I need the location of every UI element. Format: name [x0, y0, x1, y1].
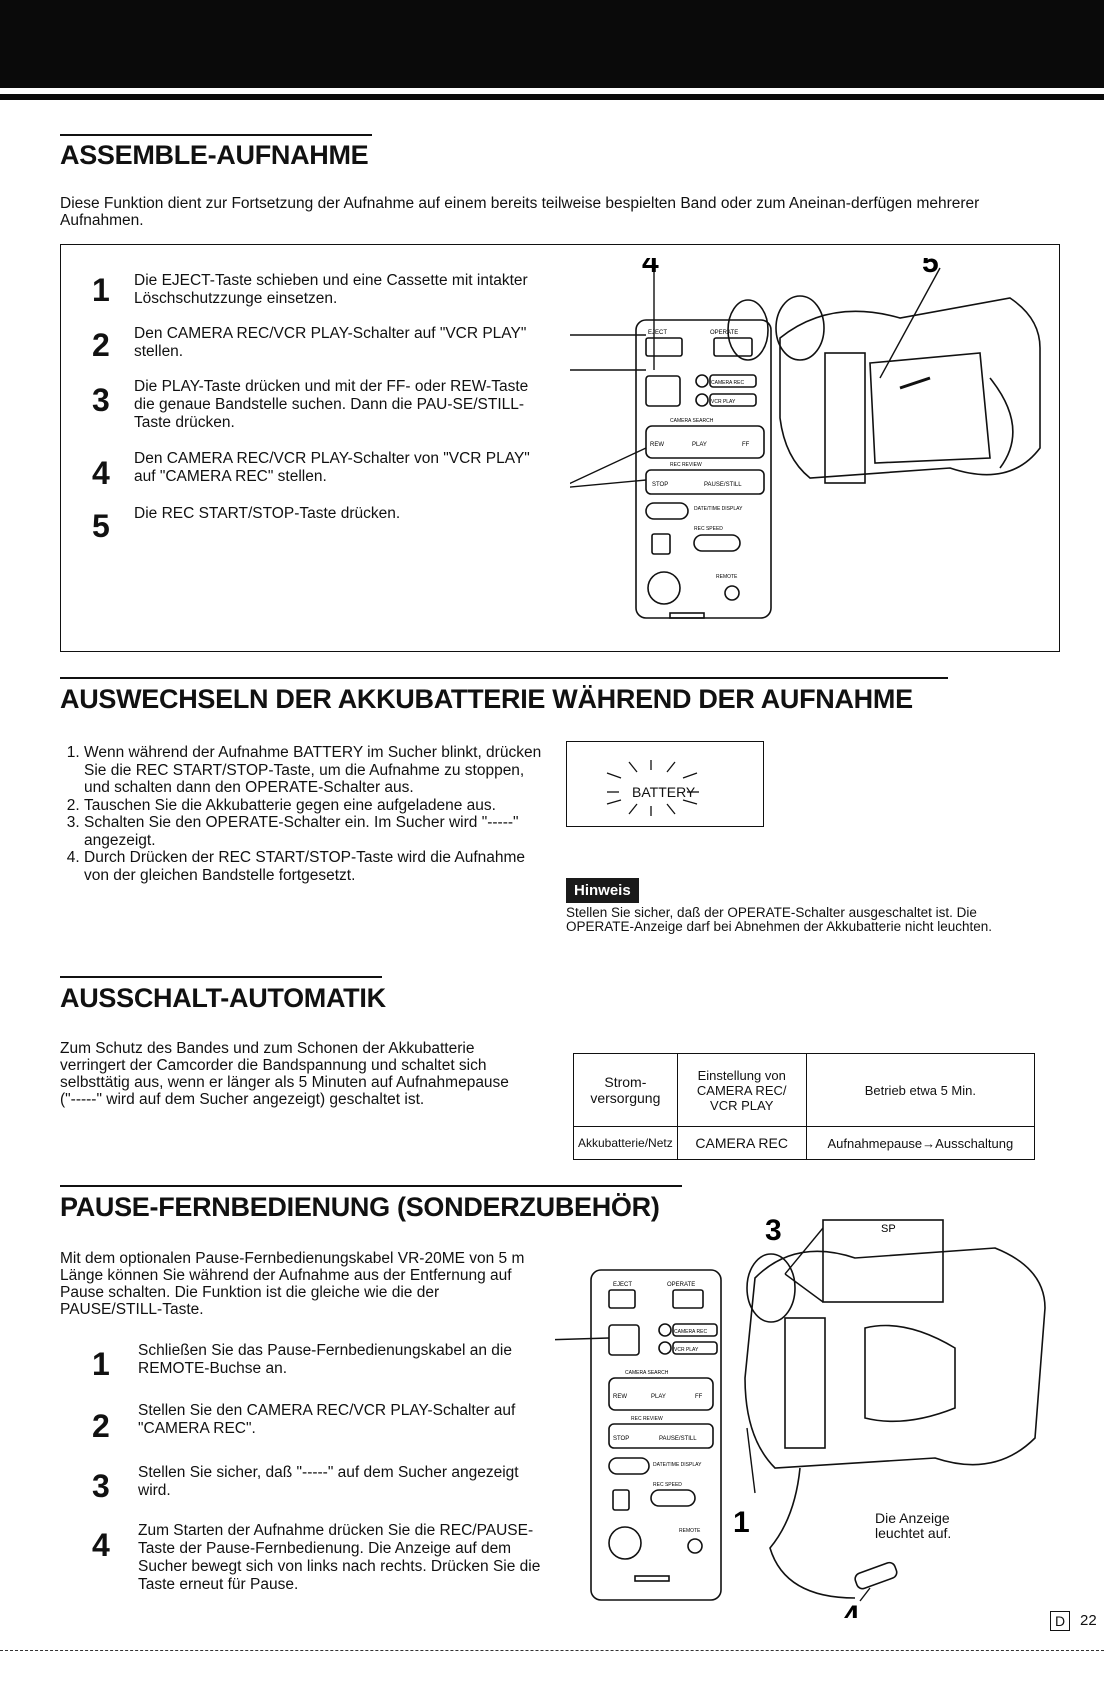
step-text: Zum Starten der Aufnahme drücken Sie die…	[138, 1522, 541, 1593]
table-cell: CAMERA REC	[676, 1126, 807, 1160]
panel-label-camera-rec: CAMERA REC	[711, 380, 744, 386]
callout-1: 1	[733, 1506, 750, 1539]
bottom-rule	[0, 1650, 1104, 1651]
page-number: 22	[1080, 1612, 1097, 1629]
panel-label-operate: OPERATE	[667, 1282, 695, 1288]
step-number: 4	[92, 455, 110, 491]
ausschalt-text: Zum Schutz des Bandes und zum Schonen de…	[60, 1040, 509, 1108]
table-cell: Aufnahmepause→Ausschaltung	[805, 1126, 1036, 1160]
panel-label-date: DATE/TIME DISPLAY	[653, 1462, 702, 1468]
hinweis-text: Stellen Sie sicher, daß der OPERATE-Scha…	[566, 905, 992, 934]
panel-label-vcr-play: VCR PLAY	[711, 399, 736, 405]
panel-label-pause: PAUSE/STILL	[659, 1436, 697, 1442]
step-number: 3	[92, 1468, 110, 1504]
step-text: Schließen Sie das Pause-Fernbedienungska…	[138, 1342, 512, 1377]
panel-label-camera-rec: CAMERA REC	[674, 1329, 707, 1335]
panel-label-date: DATE/TIME DISPLAY	[694, 506, 743, 512]
table-header-cell: Betrieb etwa 5 Min.	[805, 1053, 1036, 1127]
panel-label-stop: STOP	[613, 1436, 629, 1442]
blink-rays-icon	[606, 760, 699, 816]
panel-label-eject: EJECT	[648, 330, 667, 336]
pause-intro: Mit dem optionalen Pause-Fernbedienungsk…	[60, 1250, 525, 1318]
step-number: 3	[92, 382, 110, 418]
hinweis-label: Hinweis	[566, 878, 639, 903]
list-item: Wenn während der Aufnahme BATTERY im Suc…	[84, 744, 544, 797]
section-rule	[60, 677, 948, 679]
callout-3: 3	[765, 1218, 782, 1247]
step-text: Stellen Sie sicher, daß "-----" auf dem …	[138, 1464, 519, 1499]
panel-label-stop: STOP	[652, 482, 668, 488]
callout-5: 5	[922, 258, 939, 279]
panel-label-rec-review: REC REVIEW	[631, 1416, 663, 1422]
callout-4: 4	[843, 1600, 860, 1618]
panel-label-camera-search: CAMERA SEARCH	[625, 1370, 669, 1376]
callout-4: 4	[642, 258, 659, 279]
panel-label-remote: REMOTE	[679, 1528, 701, 1534]
table-header-cell: Einstellung von CAMERA REC/ VCR PLAY	[676, 1053, 807, 1127]
panel-label-rec-review: REC REVIEW	[670, 462, 702, 468]
top-rule	[0, 94, 1104, 100]
step-number: 1	[92, 272, 110, 308]
step-number: 2	[92, 327, 110, 363]
viewfinder-display	[822, 1219, 944, 1303]
section-intro: Diese Funktion dient zur Fortsetzung der…	[60, 195, 980, 229]
step-text: Die PLAY-Taste drücken und mit der FF- o…	[134, 378, 529, 431]
list-item: Durch Drücken der REC START/STOP-Taste w…	[84, 849, 544, 884]
panel-label-rec-speed: REC SPEED	[653, 1482, 682, 1488]
step-text: Den CAMERA REC/VCR PLAY-Schalter auf "VC…	[134, 325, 527, 360]
panel-label-ff: FF	[742, 442, 750, 448]
camcorder-control-diagram: 4 5 1 2 3 EJECT OPERATE CAMERA REC VCR P…	[570, 258, 1041, 619]
panel-label-pause: PAUSE/STILL	[704, 482, 742, 488]
ausschalt-table: Strom-versorgung Einstellung von CAMERA …	[573, 1053, 1036, 1160]
battery-text: BATTERY	[632, 784, 696, 800]
panel-label-play: PLAY	[651, 1394, 666, 1400]
camcorder-body	[779, 297, 1041, 479]
step-text: Den CAMERA REC/VCR PLAY-Schalter von "VC…	[134, 450, 530, 485]
panel-label-play: PLAY	[692, 442, 707, 448]
viewfinder-sp-text: SP	[881, 1223, 896, 1235]
panel-label-rew: REW	[650, 442, 664, 448]
list-item: Tauschen Sie die Akkubatterie gegen eine…	[84, 797, 544, 815]
page-letter-box: D	[1050, 1611, 1070, 1631]
table-header-cell: Strom-versorgung	[573, 1053, 678, 1127]
table-cell: Akkubatterie/Netz	[573, 1126, 678, 1160]
step-number: 5	[92, 508, 110, 544]
remote-switch	[854, 1561, 898, 1590]
step-number: 4	[92, 1527, 110, 1563]
anzeige-label: Die Anzeige leuchtet auf.	[875, 1510, 952, 1541]
step-text: Die REC START/STOP-Taste drücken.	[134, 505, 401, 522]
panel-label-remote: REMOTE	[716, 574, 738, 580]
section-rule	[60, 134, 372, 136]
section-title-akku: AUSWECHSELN DER AKKUBATTERIE WÄHREND DER…	[60, 684, 913, 714]
panel-label-rec-speed: REC SPEED	[694, 526, 723, 532]
section-rule	[60, 1185, 682, 1187]
step-number: 1	[92, 1346, 110, 1382]
panel-label-eject: EJECT	[613, 1282, 632, 1288]
remote-control-diagram: 3 2 1 4 SP EJECT OPERATE CAMERA REC VCR …	[555, 1218, 1046, 1618]
panel-label-ff: FF	[695, 1394, 703, 1400]
section-title-pause: PAUSE-FERNBEDIENUNG (SONDERZUBEHÖR)	[60, 1192, 660, 1222]
control-panel-outline	[590, 1269, 722, 1601]
panel-label-vcr-play: VCR PLAY	[674, 1347, 699, 1353]
battery-display	[566, 741, 764, 827]
section-title-assemble: ASSEMBLE-AUFNAHME	[60, 140, 369, 170]
panel-label-camera-search: CAMERA SEARCH	[670, 418, 714, 424]
section-rule	[60, 976, 382, 978]
assemble-box	[60, 244, 1060, 652]
section-title-ausschalt: AUSSCHALT-AUTOMATIK	[60, 983, 386, 1013]
list-item: Schalten Sie den OPERATE-Schalter ein. I…	[84, 814, 544, 849]
top-bar	[0, 0, 1104, 88]
panel-label-rew: REW	[613, 1394, 627, 1400]
camcorder-body	[744, 1247, 1046, 1469]
step-number: 2	[92, 1408, 110, 1444]
akku-steps-list: Wenn während der Aufnahme BATTERY im Suc…	[60, 744, 544, 884]
step-text: Die EJECT-Taste schieben und eine Casset…	[134, 272, 528, 307]
panel-label-operate: OPERATE	[710, 330, 738, 336]
step-text: Stellen Sie den CAMERA REC/VCR PLAY-Scha…	[138, 1402, 516, 1437]
